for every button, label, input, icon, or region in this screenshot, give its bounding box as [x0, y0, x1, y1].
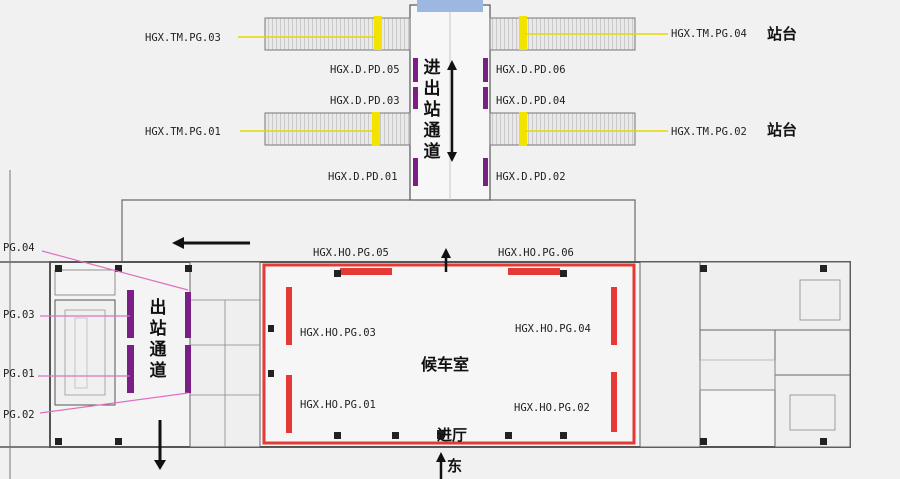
arrow-up-icon	[436, 452, 446, 479]
gate-tm-pg-02	[519, 112, 527, 146]
label-pg-01: PG.01	[3, 368, 35, 380]
hall-gate-ho-pg-04	[611, 287, 617, 345]
gate-tm-pg-04	[519, 16, 527, 50]
label-tm-pg-01: HGX.TM.PG.01	[145, 126, 221, 138]
label-ho-pg-05: HGX.HO.PG.05	[313, 247, 389, 259]
gate-tm-pg-03	[374, 16, 382, 50]
east-direction-label: 东	[447, 457, 463, 475]
exit-gate-pg-01	[127, 345, 134, 393]
exit-passage-label: 出站通道	[149, 298, 167, 381]
waiting-hall	[262, 263, 636, 445]
door-d-pd-02	[483, 158, 488, 186]
exit-gate-pg-03	[127, 290, 134, 338]
label-pg-02: PG.02	[3, 409, 35, 421]
exit-gate-inner-top	[185, 292, 191, 338]
label-ho-pg-04: HGX.HO.PG.04	[515, 323, 591, 335]
waiting-hall-outline	[262, 263, 636, 445]
door-d-pd-01	[413, 158, 418, 186]
label-ho-pg-02: HGX.HO.PG.02	[514, 402, 590, 414]
waiting-room-label: 候车室	[421, 355, 470, 374]
hall-gate-ho-pg-05	[340, 268, 392, 275]
label-d-pd-06: HGX.D.PD.06	[496, 64, 566, 76]
label-ho-pg-03: HGX.HO.PG.03	[300, 327, 376, 339]
entry-exit-passage-label: 进出站通道	[423, 58, 441, 162]
concourse	[121, 199, 636, 262]
label-d-pd-01: HGX.D.PD.01	[328, 171, 398, 183]
label-pg-03: PG.03	[3, 309, 35, 321]
direction-arrows	[154, 60, 457, 479]
gate-tm-pg-01	[372, 112, 380, 146]
roof-canopy	[417, 0, 483, 12]
door-d-pd-03	[413, 87, 418, 109]
label-d-pd-03: HGX.D.PD.03	[330, 95, 400, 107]
exit-gate-inner-bottom	[185, 345, 191, 393]
hall-gate-ho-pg-01	[286, 375, 292, 433]
door-d-pd-05	[413, 58, 418, 82]
label-ho-pg-06: HGX.HO.PG.06	[498, 247, 574, 259]
hall-gate-ho-pg-02	[611, 372, 617, 432]
stair-block-mid-left	[264, 112, 411, 146]
label-ho-pg-01: HGX.HO.PG.01	[300, 399, 376, 411]
label-d-pd-05: HGX.D.PD.05	[330, 64, 400, 76]
entry-exit-passage-structure	[409, 0, 491, 201]
hall-gate-ho-pg-06	[508, 268, 560, 275]
label-pg-04: PG.04	[3, 242, 35, 254]
stair-block-top-left	[264, 17, 411, 51]
exit-gates	[38, 250, 191, 414]
label-tm-pg-02: HGX.TM.PG.02	[671, 126, 747, 138]
label-tm-pg-03: HGX.TM.PG.03	[145, 32, 221, 44]
passage-doors	[413, 58, 488, 186]
arrow-up-icon	[441, 248, 451, 272]
label-d-pd-02: HGX.D.PD.02	[496, 171, 566, 183]
label-tm-pg-04: HGX.TM.PG.04	[671, 28, 747, 40]
label-d-pd-04: HGX.D.PD.04	[496, 95, 566, 107]
hall-entrance-label: 进厅	[437, 426, 468, 444]
arrow-left-icon	[172, 237, 250, 249]
door-d-pd-06	[483, 58, 488, 82]
arrow-down-icon	[154, 420, 166, 470]
door-d-pd-04	[483, 87, 488, 109]
stair-block-mid-right	[489, 112, 636, 146]
platform-gates	[238, 16, 668, 146]
platform-label-bottom: 站台	[767, 121, 798, 139]
hall-gate-ho-pg-03	[286, 287, 292, 345]
platform-label-top: 站台	[767, 25, 798, 43]
arrow-updown-icon	[447, 60, 457, 162]
